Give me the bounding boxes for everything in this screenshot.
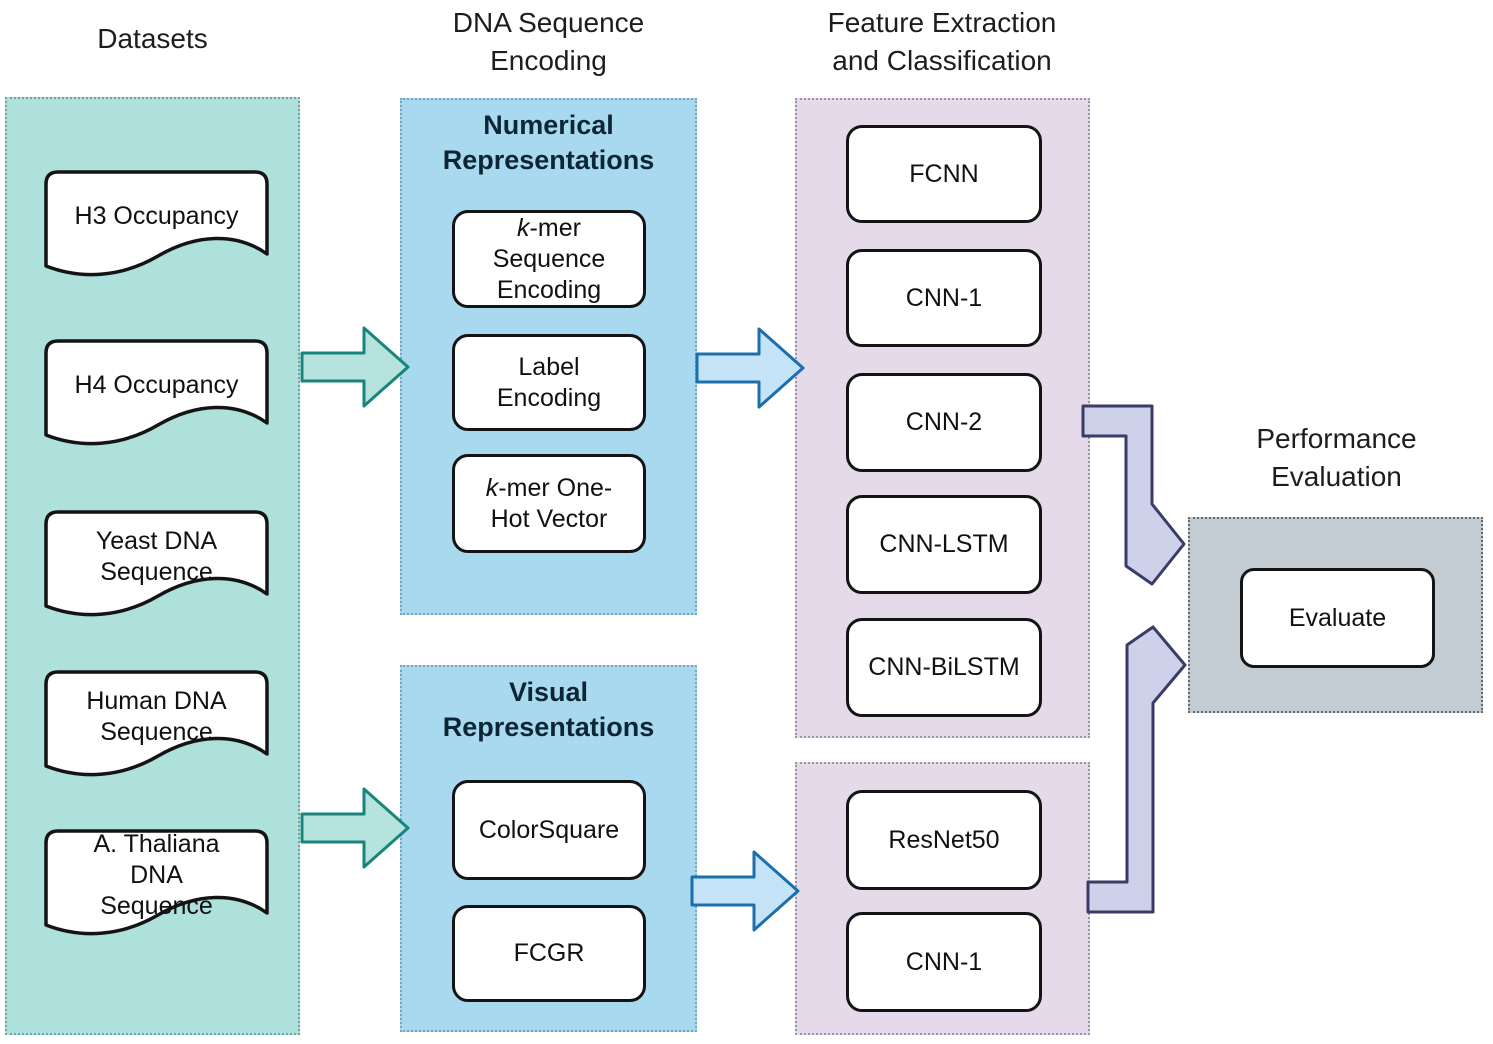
node-cnn-1-visual: CNN-1: [846, 912, 1042, 1012]
visual-representations-panel: Visual Representations ColorSquare FCGR: [400, 665, 697, 1032]
node-kmer-sequence-encoding: k-mer Sequence Encoding: [452, 210, 646, 308]
dataset-label: H4 Occupancy: [74, 371, 239, 399]
dataset-label: Human DNA Sequence: [86, 686, 227, 746]
node-label-encoding: Label Encoding: [452, 334, 646, 431]
node-cnn-2: CNN-2: [846, 373, 1042, 472]
node-cnn-bilstm: CNN-BiLSTM: [846, 618, 1042, 717]
dataset-doc-athaliana-dna: A. Thaliana DNA Sequence: [44, 829, 269, 944]
node-cnn-lstm: CNN-LSTM: [846, 495, 1042, 594]
performance-header: Performance Evaluation: [1256, 423, 1417, 492]
dataset-doc-h4-occupancy: H4 Occupancy: [44, 339, 269, 454]
node-fcnn: FCNN: [846, 125, 1042, 223]
visual-representations-title: Visual Representations: [442, 677, 655, 743]
node-kmer-one-hot-vector: k-mer One-Hot Vector: [452, 454, 646, 553]
arrow-numerical-models-to-evaluate: [1081, 404, 1186, 586]
feature-models-visual-panel: ResNet50 CNN-1: [795, 762, 1090, 1035]
features-header: Feature Extraction and Classification: [827, 7, 1057, 76]
dataset-label: Yeast DNA Sequence: [95, 526, 218, 586]
node-evaluate: Evaluate: [1240, 568, 1435, 668]
dataset-label-text: A. Thaliana DNA Sequence: [93, 830, 220, 920]
numerical-representations-panel: Numerical Representations k-mer Sequence…: [400, 98, 697, 615]
dataset-doc-h3-occupancy: H3 Occupancy: [44, 170, 269, 285]
feature-models-numerical-panel: FCNN CNN-1 CNN-2 CNN-LSTM CNN-BiLSTM: [795, 98, 1090, 738]
dataset-label: H3 Occupancy: [74, 202, 239, 230]
node-cnn-1: CNN-1: [846, 249, 1042, 347]
node-resnet50: ResNet50: [846, 790, 1042, 890]
arrow-visual-to-features: [690, 850, 800, 932]
datasets-header: Datasets: [97, 23, 208, 54]
dataset-label: A. Thaliana DNA Sequence: [54, 830, 259, 920]
arrow-visual-models-to-evaluate: [1086, 625, 1187, 914]
datasets-panel: H3 Occupancy H4 Occupancy Yeast DNA Sequ…: [5, 97, 300, 1035]
document-shape-icon: [44, 670, 269, 777]
document-shape-icon: [44, 510, 269, 617]
arrow-datasets-to-visual: [300, 787, 410, 869]
dataset-doc-yeast-dna: Yeast DNA Sequence: [44, 510, 269, 625]
node-colorsquare: ColorSquare: [452, 780, 646, 880]
arrow-datasets-to-numerical: [300, 326, 410, 408]
encoding-header: DNA Sequence Encoding: [452, 7, 645, 76]
document-shape-icon: [44, 339, 269, 446]
arrow-numerical-to-features: [695, 327, 805, 409]
node-fcgr: FCGR: [452, 905, 646, 1002]
numerical-representations-title: Numerical Representations: [442, 110, 655, 176]
dataset-doc-human-dna: Human DNA Sequence: [44, 670, 269, 785]
document-shape-icon: [44, 829, 269, 936]
document-shape-icon: [44, 170, 269, 277]
performance-evaluation-panel: Evaluate: [1188, 517, 1483, 713]
